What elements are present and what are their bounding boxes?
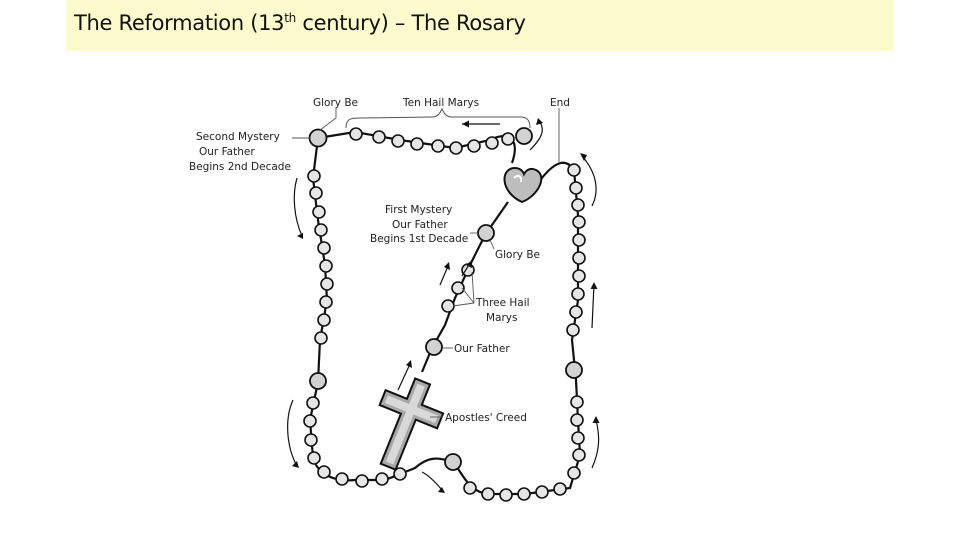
bead — [320, 296, 332, 308]
bead — [572, 199, 584, 211]
bead — [318, 242, 330, 254]
bead — [536, 486, 548, 498]
bead — [568, 164, 580, 176]
ten-hail-marys-brace — [346, 109, 530, 128]
bead — [336, 473, 348, 485]
label-ten-hail-marys: Ten Hail Marys — [402, 97, 479, 109]
label-begins-1st-decade: Begins 1st Decade — [370, 233, 468, 245]
bead-our-father — [426, 339, 442, 355]
bead — [308, 170, 320, 182]
bead — [392, 135, 404, 147]
bead — [373, 131, 385, 143]
bead — [502, 133, 514, 145]
bead — [567, 324, 579, 336]
label-first-mystery-our-father: Our Father — [392, 219, 448, 231]
bead — [571, 414, 583, 426]
bead — [450, 142, 462, 154]
label-second-mystery: Second Mystery — [196, 131, 280, 143]
bead-group — [304, 128, 585, 501]
bead — [573, 216, 585, 228]
bead — [573, 252, 585, 264]
bead — [573, 270, 585, 282]
heart-medal-icon — [505, 168, 542, 202]
bead — [571, 396, 583, 408]
label-three-hail-marys: Three Hail — [475, 297, 530, 309]
bead — [518, 488, 530, 500]
bead — [307, 397, 319, 409]
label-first-mystery: First Mystery — [385, 204, 452, 216]
bead — [486, 137, 498, 149]
bead — [318, 314, 330, 326]
bead-first-mystery — [478, 225, 494, 241]
bead — [313, 206, 325, 218]
label-second-mystery-our-father: Our Father — [199, 146, 255, 158]
bead — [568, 467, 580, 479]
label-glory-be-top: Glory Be — [313, 97, 358, 109]
label-begins-2nd-decade: Begins 2nd Decade — [189, 161, 291, 173]
bead — [350, 128, 362, 140]
bead — [468, 140, 480, 152]
bead — [321, 278, 333, 290]
bead — [464, 482, 476, 494]
bead — [376, 473, 388, 485]
bead — [310, 187, 322, 199]
crucifix-icon — [359, 370, 451, 479]
bead — [318, 466, 330, 478]
bead — [500, 489, 512, 501]
label-three-hail-marys-2: Marys — [486, 312, 518, 324]
bead — [554, 483, 566, 495]
bead — [320, 260, 332, 272]
bead — [356, 475, 368, 487]
bead — [445, 454, 461, 470]
bead — [304, 415, 316, 427]
bead — [572, 432, 584, 444]
label-end: End — [550, 97, 570, 109]
bead — [566, 362, 582, 378]
bead — [305, 434, 317, 446]
bead — [315, 224, 327, 236]
label-apostles-creed: Apostles' Creed — [445, 412, 527, 424]
bead — [482, 488, 494, 500]
bead-glory-be-top — [516, 128, 532, 144]
bead — [573, 449, 585, 461]
bead-hail-mary — [442, 300, 454, 312]
bead — [570, 306, 582, 318]
label-leader-lines — [292, 108, 559, 417]
bead — [315, 332, 327, 344]
label-glory-be-mid: Glory Be — [495, 249, 540, 261]
label-our-father: Our Father — [454, 343, 510, 355]
bead — [411, 138, 423, 150]
bead — [572, 288, 584, 300]
bead — [573, 234, 585, 246]
bead-second-mystery — [310, 130, 327, 147]
bead — [308, 452, 320, 464]
bead — [570, 182, 582, 194]
bead — [310, 373, 326, 389]
bead — [432, 140, 444, 152]
